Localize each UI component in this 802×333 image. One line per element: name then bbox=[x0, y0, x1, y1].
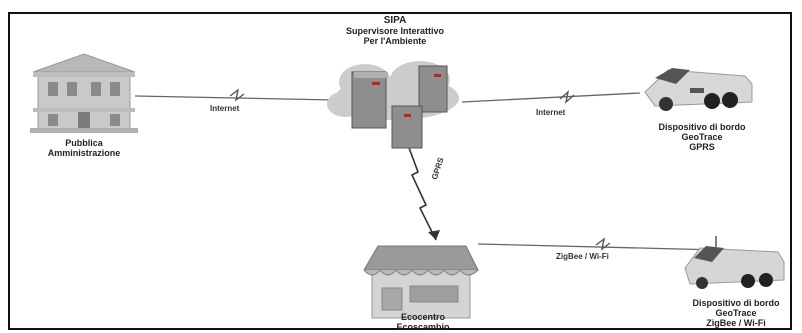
link-label-right: Internet bbox=[536, 108, 566, 117]
truck-zigbee-label: Dispositivo di bordo GeoTrace ZigBee / W… bbox=[674, 298, 798, 328]
truck-gprs-line-2: GeoTrace bbox=[681, 132, 723, 142]
link-sipa-truck bbox=[461, 90, 641, 104]
sipa-label: SIPA Supervisore Interattivo Per l'Ambie… bbox=[320, 15, 470, 47]
link-sipa-shop bbox=[407, 144, 440, 241]
link-admin-sipa bbox=[134, 88, 336, 102]
sipa-subtitle-1: Supervisore Interattivo bbox=[345, 26, 445, 36]
truck-zigbee-line-3: ZigBee / Wi-Fi bbox=[706, 318, 766, 328]
ecocentro-line-2: Ecoscambio bbox=[396, 322, 450, 332]
link-label-bottom: ZigBee / Wi-Fi bbox=[556, 252, 609, 261]
sipa-title: SIPA bbox=[383, 15, 407, 26]
sipa-subtitle-2: Per l'Ambiente bbox=[363, 36, 427, 46]
truck-gprs-line-1: Dispositivo di bordo bbox=[658, 122, 746, 132]
truck-gprs-label: Dispositivo di bordo GeoTrace GPRS bbox=[640, 122, 764, 152]
ecocentro-label: Ecocentro Ecoscambio bbox=[375, 312, 471, 332]
admin-line-2: Amministrazione bbox=[47, 148, 121, 158]
sipa-server-cloud-icon bbox=[327, 61, 459, 149]
garbage-truck-gprs-icon bbox=[644, 68, 753, 111]
public-administration-label: Pubblica Amministrazione bbox=[34, 138, 134, 158]
ecocentro-line-1: Ecocentro bbox=[400, 312, 445, 322]
link-label-left: Internet bbox=[210, 104, 240, 113]
truck-zigbee-line-1: Dispositivo di bordo bbox=[692, 298, 780, 308]
link-shop-truck bbox=[477, 237, 721, 251]
ecocentro-shop-icon bbox=[363, 245, 479, 319]
truck-zigbee-line-2: GeoTrace bbox=[715, 308, 757, 318]
truck-gprs-line-3: GPRS bbox=[689, 142, 715, 152]
diagram-frame bbox=[8, 12, 792, 330]
garbage-truck-zigbee-icon bbox=[684, 236, 785, 289]
admin-line-1: Pubblica bbox=[65, 138, 103, 148]
public-administration-building-icon bbox=[30, 53, 138, 133]
